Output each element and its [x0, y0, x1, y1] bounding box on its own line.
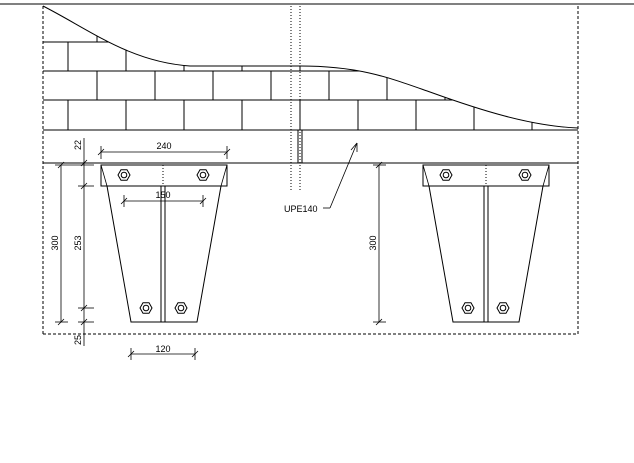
bolt-icon: [496, 302, 510, 314]
center-axis: [290, 6, 301, 190]
right-bracket: [422, 164, 550, 323]
dimension-label: 150: [155, 190, 170, 200]
callout-upe140: UPE140: [284, 142, 358, 214]
dimension-top-width: 240: [97, 141, 231, 159]
left-bracket-bolts: [117, 169, 210, 314]
dimension-label: 25: [73, 335, 83, 345]
right-bracket-bolts: [439, 169, 532, 314]
dimension-label: 240: [156, 141, 171, 151]
brick-wall: [43, 6, 578, 130]
dimension-bottom-width: 120: [127, 344, 199, 360]
dashed-frame: [42, 6, 579, 335]
wall-top-curve: [42, 5, 579, 129]
bolt-icon: [174, 302, 188, 314]
bolt-icon: [439, 169, 453, 181]
left-bracket: [100, 164, 228, 323]
dimension-chain-left: 22 253 25: [73, 138, 94, 346]
dimension-right-height: 300: [368, 161, 386, 326]
bolt-icon: [196, 169, 210, 181]
callout-label: UPE140: [284, 204, 318, 214]
dimension-left-height: 300: [50, 161, 94, 326]
bolt-icon: [139, 302, 153, 314]
beam-band: [43, 129, 578, 164]
dimension-label: 300: [368, 235, 378, 250]
dimension-label: 300: [50, 235, 60, 250]
bolt-icon: [461, 302, 475, 314]
dimension-label: 22: [73, 140, 83, 150]
bolt-icon: [117, 169, 131, 181]
dimension-label: 253: [73, 235, 83, 250]
bolt-icon: [518, 169, 532, 181]
dimension-label: 120: [155, 344, 170, 354]
dimension-bolt-spacing: 150: [120, 190, 207, 207]
